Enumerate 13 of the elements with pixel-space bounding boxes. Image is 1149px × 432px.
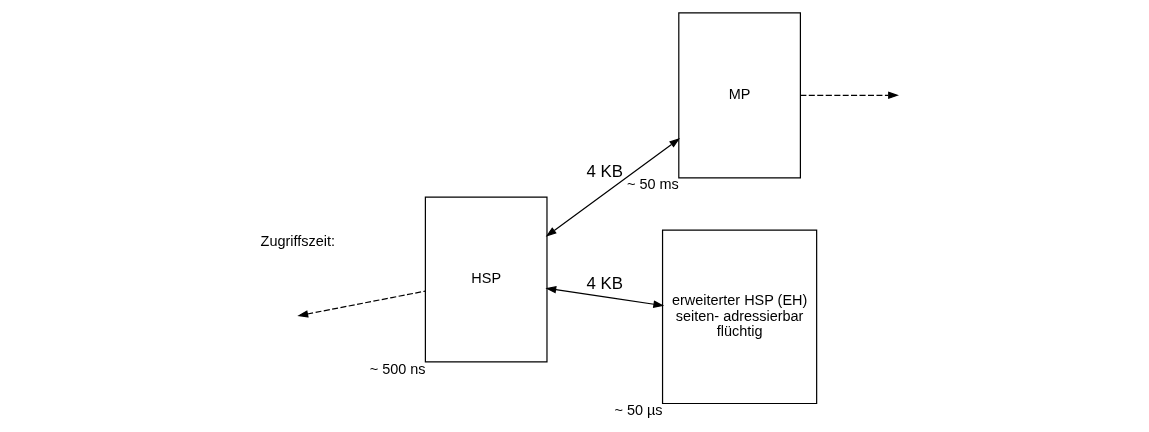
arrow xyxy=(545,138,681,237)
node-label: ~ 50 µs xyxy=(614,402,663,419)
arrow xyxy=(545,285,665,308)
node-label: ~ 500 ns xyxy=(369,360,426,377)
node-box: erweiterter HSP (EH) seiten- adressierbar flüchtig xyxy=(661,229,818,405)
node-label: ~ 50 ms xyxy=(627,176,679,193)
node-box: HSP xyxy=(424,196,548,363)
arrow xyxy=(799,91,899,100)
edge-label: 4 KB xyxy=(586,162,624,182)
arrow xyxy=(297,290,426,318)
node-box: MP xyxy=(678,12,801,179)
edge-label: 4 KB xyxy=(586,274,624,294)
label: Zugriffszeit: xyxy=(260,232,335,249)
